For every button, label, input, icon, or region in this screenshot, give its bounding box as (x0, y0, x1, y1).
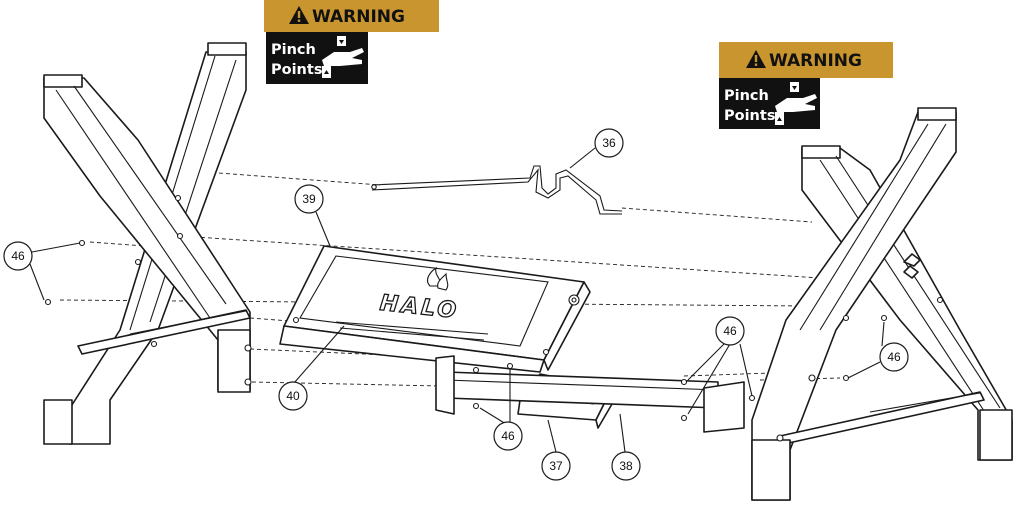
crossbar-part-38 (435, 355, 756, 433)
callout-40: 40 (278, 381, 308, 411)
warning-line-2: Points (724, 108, 775, 124)
warning-line-1: Pinch (271, 42, 316, 58)
callout-46-label: 46 (887, 350, 901, 364)
wire-handle-part-36 (371, 165, 623, 215)
left-x-frame-leg (43, 42, 252, 445)
callout-39: 39 (294, 184, 324, 214)
callout-46-label: 46 (501, 429, 515, 443)
warning-header-bar (719, 42, 893, 78)
warning-line-2: Points (271, 62, 322, 78)
pinch-hand-icon (775, 82, 817, 125)
callout-40-label: 40 (286, 389, 300, 403)
callout-39-label: 39 (302, 192, 316, 206)
warning-header-bar (264, 0, 439, 32)
callout-37: 37 (541, 451, 571, 481)
pinch-hand-icon (322, 36, 364, 78)
wing-nut (903, 253, 921, 279)
warning-triangle-icon (289, 6, 309, 24)
warning-triangle-icon (746, 50, 766, 68)
callout-46-crossbar: 46 (715, 316, 745, 346)
callout-46-bottom: 46 (493, 421, 523, 451)
pinch-points-warning-label-left: WARNING Pinch Points (264, 0, 439, 84)
callout-46-label: 46 (723, 324, 737, 338)
callout-38-label: 38 (619, 459, 633, 473)
callout-leader-lines (29, 147, 885, 453)
callout-46-right: 46 (879, 342, 909, 372)
right-x-frame-leg (751, 107, 1013, 501)
pinch-points-warning-label-right: WARNING Pinch Points (719, 42, 893, 129)
callout-46-left: 46 (3, 241, 33, 271)
callout-46-label: 46 (11, 249, 25, 263)
callout-38: 38 (611, 451, 641, 481)
callout-37-label: 37 (549, 459, 563, 473)
callout-36-label: 36 (602, 136, 616, 150)
warning-header-text: WARNING (312, 7, 405, 27)
grease-tray-part-39: HALO (279, 245, 591, 373)
callout-36: 36 (594, 128, 624, 158)
halo-flame-logo-icon (427, 266, 449, 291)
warning-line-1: Pinch (724, 88, 769, 104)
warning-header-text: WARNING (769, 51, 862, 71)
